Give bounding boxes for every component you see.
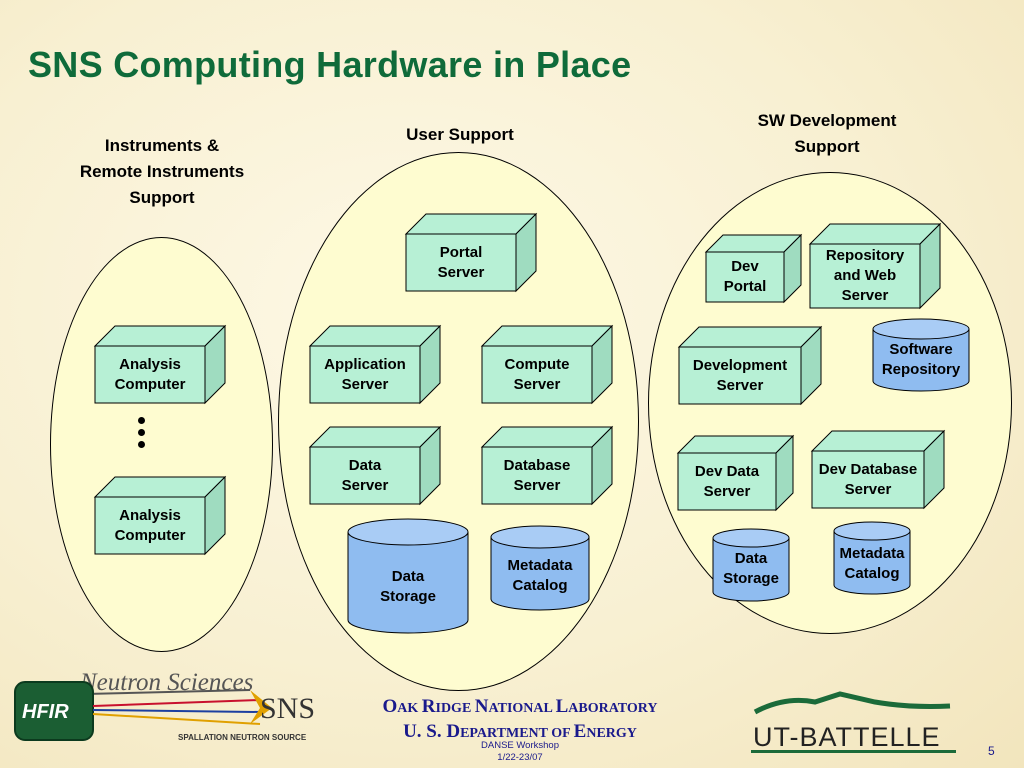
database-server-label: Database Server xyxy=(503,456,571,494)
user-support-column-label: User Support xyxy=(406,125,514,144)
instruments-label-line2: Remote Instruments xyxy=(79,162,245,181)
instruments-label-line3: Support xyxy=(129,188,195,207)
dev-metadata-catalog-label: Metadata Catalog xyxy=(839,545,905,582)
ut-battelle-logo: UT-BATTELLE xyxy=(751,691,956,753)
dev-portal-label: Dev Portal xyxy=(723,258,767,295)
sw-development-label-line1: SW Development xyxy=(757,111,897,130)
application-server-label: Application Server xyxy=(324,355,406,393)
analysis-computer-2-label: Analysis Computer xyxy=(114,506,186,544)
organization-block: OAK RIDGE NATIONAL LABORATORY U. S. DEPA… xyxy=(330,695,710,745)
development-server-label: Development Server xyxy=(692,356,788,394)
page-number: 5 xyxy=(988,744,995,758)
instruments-column-label: Instruments & Remote Instruments Support xyxy=(52,133,272,211)
ut-battelle-text: UT-BATTELLE xyxy=(753,722,941,752)
workshop-info: DANSE Workshop 1/22-23/07 xyxy=(460,740,580,764)
software-repository-label: Software Repository xyxy=(881,341,961,378)
data-server-label: Data Server xyxy=(341,456,389,494)
neutron-sciences-logo: Neutron Sciences HFIR SNS SPALLATION NEU… xyxy=(14,669,315,742)
dev-data-server-label: Dev Data Server xyxy=(694,462,760,500)
sns-star-icon xyxy=(250,690,272,724)
analysis-computer-1-label: Analysis Computer xyxy=(114,355,186,393)
dev-database-server-label: Dev Database Server xyxy=(818,460,918,498)
workshop-dates: 1/22-23/07 xyxy=(497,752,543,763)
metadata-catalog-label: Metadata Catalog xyxy=(507,557,573,594)
data-storage-label: Data Storage xyxy=(380,568,436,605)
ellipsis-dot xyxy=(138,417,145,424)
instruments-label-line1: Instruments & xyxy=(104,136,220,155)
sns-subtitle: SPALLATION NEUTRON SOURCE xyxy=(178,733,307,742)
slide-title: SNS Computing Hardware in Place xyxy=(28,44,632,85)
workshop-name: DANSE Workshop xyxy=(481,740,559,751)
ellipsis-dot xyxy=(138,429,145,436)
sns-text: SNS xyxy=(260,692,315,725)
sw-development-label-line2: Support xyxy=(794,137,860,156)
portal-server-label: Portal Server xyxy=(437,243,485,281)
sw-development-column-label: SW Development Support xyxy=(712,108,942,160)
doe-name: U. S. DEPARTMENT OF ENERGY xyxy=(403,721,637,742)
hfir-text: HFIR xyxy=(22,701,69,723)
dev-data-storage-label: Data Storage xyxy=(723,550,779,587)
ellipsis-dot xyxy=(138,441,145,448)
compute-server-label: Compute Server xyxy=(504,355,570,393)
ornl-name: OAK RIDGE NATIONAL LABORATORY xyxy=(382,696,658,717)
instruments-ellipse xyxy=(50,237,273,652)
repository-web-server-label: Repository and Web Server xyxy=(825,247,905,304)
mountain-icon xyxy=(753,691,951,715)
